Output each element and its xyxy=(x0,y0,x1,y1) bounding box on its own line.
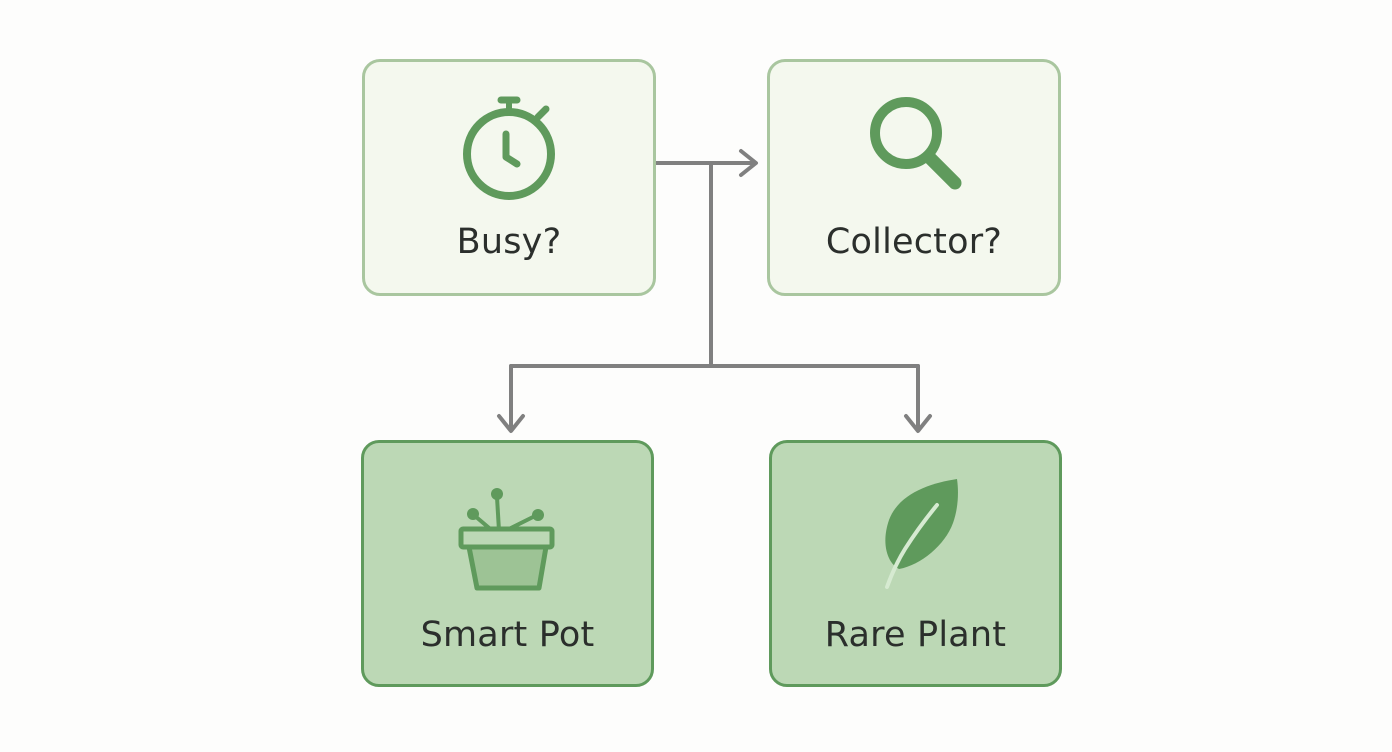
node-label-smart-pot: Smart Pot xyxy=(420,615,595,655)
node-rare-plant: Rare Plant xyxy=(769,440,1062,687)
node-label-collector: Collector? xyxy=(825,222,1003,262)
arrowhead-smart-pot xyxy=(497,414,525,433)
stopwatch-icon xyxy=(463,96,555,200)
node-label-busy: Busy? xyxy=(456,222,562,262)
arrowhead-collector xyxy=(739,149,758,177)
smart-pot-icon xyxy=(458,488,554,591)
node-busy: Busy? xyxy=(362,59,656,296)
magnifier-icon xyxy=(870,97,962,190)
leaf-icon xyxy=(884,479,958,589)
node-smart-pot: Smart Pot xyxy=(361,440,654,687)
arrowhead-rare-plant xyxy=(904,414,932,433)
node-collector: Collector? xyxy=(767,59,1061,296)
node-label-rare-plant: Rare Plant xyxy=(824,615,1007,655)
